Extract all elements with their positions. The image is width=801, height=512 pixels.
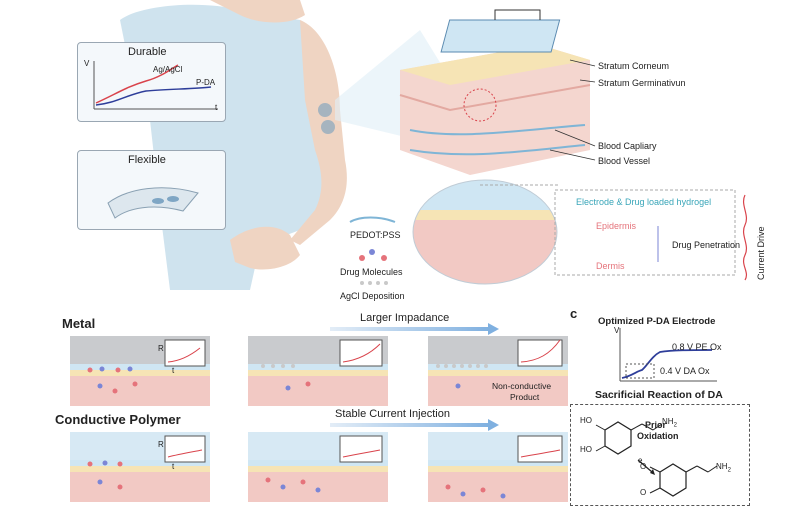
- dermis-label: Dermis: [596, 261, 625, 271]
- agcl-glyph: [360, 281, 388, 285]
- polymer-panel-3: [428, 432, 568, 502]
- durable-label-ag: Ag/AgCl: [153, 65, 183, 74]
- penetration-label: Drug Penetration: [672, 240, 741, 250]
- pedot-glyph: [349, 216, 396, 223]
- panel-c-axis-v: V: [614, 326, 620, 335]
- epidermis-label: Epidermis: [596, 221, 637, 231]
- oval-label-box: [554, 189, 736, 276]
- drug-glyph: [359, 249, 387, 261]
- polymer-axis-r: R: [158, 440, 164, 449]
- oval-zoom: [412, 179, 558, 285]
- impedance-arrow: [330, 323, 499, 335]
- reaction-box: [570, 404, 750, 506]
- neck: [210, 0, 305, 23]
- polymer-panel-1: [70, 432, 210, 502]
- panel-c-title: Optimized P-DA Electrode: [598, 316, 716, 327]
- metal-panel-2: [248, 336, 388, 406]
- chem-nh2-2: NH2: [716, 462, 731, 474]
- polymer-title: Conductive Polymer: [55, 412, 181, 427]
- chem-o-1: O: [640, 462, 647, 471]
- legend-drug: Drug Molecules: [340, 267, 403, 277]
- polymer-panel-2: [248, 432, 388, 502]
- metal-panel-3: [428, 336, 568, 406]
- nonconductive-label-1: Non-conductive: [492, 381, 552, 391]
- patch-device: [440, 19, 561, 53]
- durable-title: Durable: [128, 46, 167, 58]
- skin-label: Stratum Germinativun: [598, 78, 686, 88]
- metal-panel-1: [70, 336, 210, 406]
- chem-o-2: O: [640, 488, 647, 497]
- electrode-patch: [318, 103, 332, 117]
- durable-axis-v: V: [84, 59, 90, 68]
- metal-title: Metal: [62, 316, 96, 331]
- hand: [230, 226, 300, 270]
- prior-label-2: Oxidation: [637, 431, 679, 441]
- hydrogel-label: Electrode & Drug loaded hydrogel: [576, 197, 712, 207]
- skin-label: Blood Capliary: [598, 141, 657, 151]
- nonconductive-label-2: Product: [510, 392, 540, 402]
- current-drive-label: Current Drive: [756, 226, 766, 280]
- flexible-panel: Flexible: [77, 150, 226, 230]
- panel-c-letter: c: [570, 306, 578, 321]
- prior-label-1: Prior: [645, 420, 667, 430]
- skin-label: Stratum Corneum: [598, 61, 670, 71]
- chem-ho-2: HO: [580, 445, 592, 454]
- panel-c-high: 0.8 V PE Ox: [672, 342, 722, 352]
- reaction-title: Sacrificial Reaction of DA: [595, 389, 723, 401]
- durable-axis-t: t: [215, 103, 218, 112]
- stable-label: Stable Current Injection: [335, 408, 450, 420]
- reaction-scheme: [595, 421, 718, 497]
- chem-electron: e: [638, 456, 643, 465]
- electrode-patch: [321, 120, 335, 134]
- metal-axis-r: R: [158, 344, 164, 353]
- skin-cross-section: [399, 45, 591, 175]
- impedance-label: Larger Impadance: [360, 312, 450, 324]
- flexible-title: Flexible: [128, 154, 166, 166]
- panel-c-plot: [619, 328, 717, 382]
- chem-ho-1: HO: [580, 416, 592, 425]
- metal-axis-t: t: [172, 366, 175, 375]
- durable-label-pda: P-DA: [196, 78, 216, 87]
- current-wave: [742, 194, 748, 281]
- legend-agcl: AgCl Deposition: [340, 291, 405, 301]
- stable-arrow: [330, 419, 499, 431]
- legend-pedot: PEDOT:PSS: [350, 230, 401, 240]
- durable-panel: Durable V t Ag/AgCl P-DA: [77, 42, 226, 122]
- flexible-patch-icon: [107, 187, 199, 219]
- panel-c-low: 0.4 V DA Ox: [660, 366, 710, 376]
- chem-nh2-1: NH2: [662, 417, 677, 429]
- polymer-axis-t: t: [172, 462, 175, 471]
- arm: [290, 20, 347, 245]
- skin-label: Blood Vessel: [598, 156, 651, 166]
- durable-plot: [93, 61, 218, 110]
- patch-wire: [494, 9, 541, 20]
